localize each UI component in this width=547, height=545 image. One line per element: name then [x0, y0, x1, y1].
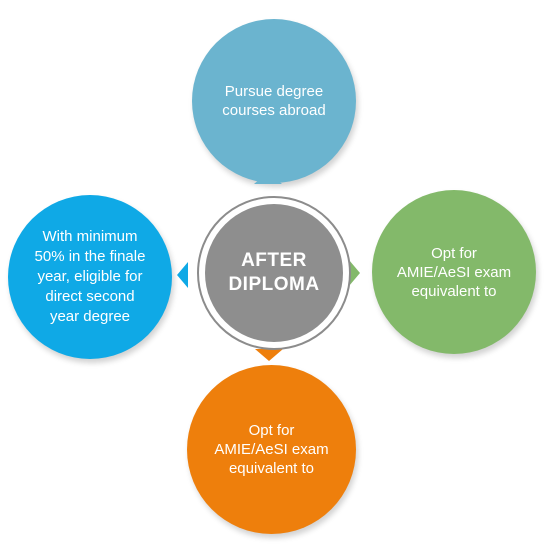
option-text-amie-bottom: Opt for AMIE/AeSI exam equivalent to — [214, 422, 329, 477]
center-hub: AFTER DIPLOMA — [197, 196, 351, 350]
arrow-up-icon — [254, 172, 282, 184]
option-text-amie-right: Opt for AMIE/AeSI exam equivalent to — [396, 244, 512, 300]
option-text-lateral-entry: With minimum 50% in the finale year, eli… — [34, 228, 146, 325]
option-node-amie-bottom: Opt for AMIE/AeSI exam equivalent to — [187, 365, 356, 534]
option-node-amie-right: Opt for AMIE/AeSI exam equivalent to — [372, 190, 536, 354]
center-hub-label: AFTER DIPLOMA — [228, 250, 320, 295]
arrow-right-icon — [349, 260, 360, 286]
option-text-study-abroad: Pursue degree courses abroad — [222, 83, 326, 119]
center-hub-core: AFTER DIPLOMA — [205, 204, 343, 342]
option-node-lateral-entry: With minimum 50% in the finale year, eli… — [8, 195, 172, 359]
arrow-down-icon — [255, 349, 283, 361]
option-node-study-abroad: Pursue degree courses abroad — [192, 19, 356, 183]
arrow-left-icon — [177, 262, 188, 288]
